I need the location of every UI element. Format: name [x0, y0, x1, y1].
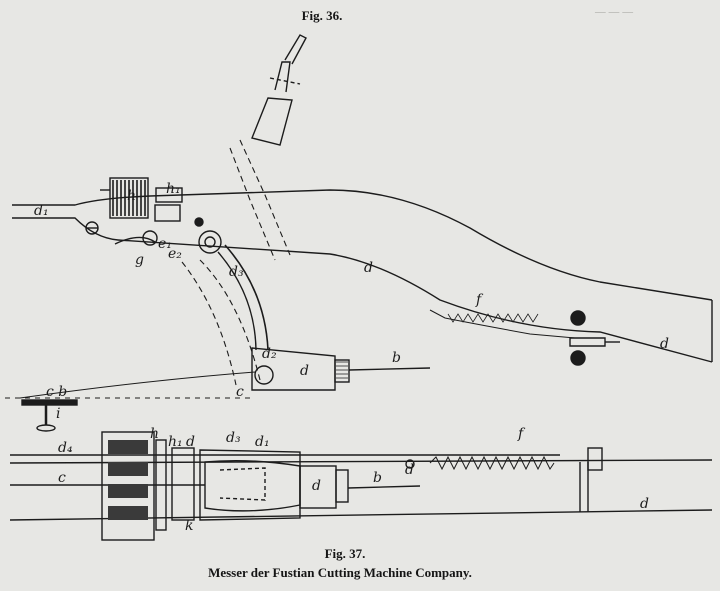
figure-36-caption: Fig. 36.: [301, 8, 343, 23]
label-d-carriage: d: [300, 363, 309, 379]
bleed-through-text: — — —: [595, 4, 634, 18]
carriage-dashed: [219, 467, 266, 501]
label-b: b: [392, 350, 401, 366]
carriage-body: [199, 449, 301, 521]
label37-d1: d₁: [255, 434, 270, 450]
blade-arm-lower-edge: [12, 217, 713, 363]
pulley-d3: [198, 230, 222, 254]
end-block: [587, 447, 603, 471]
spring-f-plan: [429, 455, 555, 471]
curved-guide-outer: [224, 244, 269, 351]
plate-h1: [155, 439, 167, 531]
spool-h-windings: [112, 180, 146, 216]
carriage-d: [251, 347, 336, 391]
handle-housing: [251, 97, 293, 146]
label-i: i: [56, 406, 60, 422]
label-e1: e₁: [158, 236, 172, 252]
rod-b: [348, 367, 431, 371]
link-h1: [155, 187, 183, 203]
label-d-right: d: [660, 336, 669, 352]
rivet-lower: [570, 350, 586, 366]
handle-dashed-line: [269, 77, 301, 85]
swing-arm-dashed: [181, 139, 291, 386]
curved-guide-inner: [217, 251, 257, 351]
label-h1: h₁: [166, 181, 181, 197]
link-e2: [114, 236, 156, 245]
handle-shaft: [274, 61, 291, 93]
fig37-labels: h d₄ h₁ d d₃ d₁ f d c b d k d: [58, 426, 649, 534]
label37-d-bottom: d: [640, 496, 649, 512]
label-d-blade: d: [364, 260, 373, 276]
label-d3: d₃: [229, 264, 244, 280]
label-cb: c b: [46, 384, 67, 400]
figure-37-caption: Fig. 37.: [324, 546, 366, 561]
block-d: [171, 447, 195, 521]
link-block: [154, 204, 181, 222]
label37-b: b: [373, 470, 382, 486]
fig36-labels: h h₁ d₁ e₁ e₂ g d₃ d f d d₂ d b c c b i: [34, 181, 669, 422]
label37-d-cyl: d: [312, 478, 321, 494]
label-d1: d₁: [34, 203, 49, 219]
label37-d4: d₄: [58, 440, 73, 456]
pulley-d3-hub: [204, 236, 216, 248]
label-f: f: [475, 292, 484, 308]
carriage-knurl: [334, 359, 350, 383]
spool-h: [109, 177, 149, 219]
label-h: h: [127, 188, 136, 204]
carriage-wheel: [254, 365, 274, 385]
knurl-lines: [336, 361, 348, 379]
label37-d-right: d: [405, 462, 414, 478]
label37-c: c: [58, 470, 66, 486]
label-e2: e₂: [168, 246, 182, 262]
label37-k: k: [185, 518, 193, 534]
rod-b-plan: [347, 485, 421, 489]
label37-d: d: [186, 434, 195, 450]
spool-stack-h: [101, 431, 155, 541]
fig37-drawing: [9, 431, 713, 541]
label-d2: d₂: [262, 346, 277, 362]
figure-title: Messer der Fustian Cutting Machine Compa…: [208, 565, 472, 580]
clamp-knob: [36, 424, 56, 432]
label37-h: h: [150, 426, 159, 442]
blade-arm-upper-edge: [12, 189, 713, 301]
hook-pivot: [405, 459, 415, 469]
pivot-small: [194, 217, 204, 227]
label-c: c: [236, 384, 244, 400]
spring-f-outline: [429, 309, 576, 339]
spring-f-coils: [447, 313, 539, 323]
label37-h1: h₁: [168, 434, 183, 450]
handle-top: [284, 34, 307, 65]
label37-d3: d₃: [226, 430, 241, 446]
cylinder-knurl: [335, 469, 349, 503]
carriage-inner: [204, 459, 301, 512]
rivet-upper: [570, 310, 586, 326]
screw-block: [569, 337, 606, 347]
spool-stack-windings: [108, 440, 148, 520]
label-g: g: [135, 252, 144, 268]
label37-f: f: [517, 426, 526, 442]
fig36-drawing: [5, 34, 713, 432]
fabric-line: [19, 371, 256, 399]
clamp-plate: [21, 399, 78, 406]
